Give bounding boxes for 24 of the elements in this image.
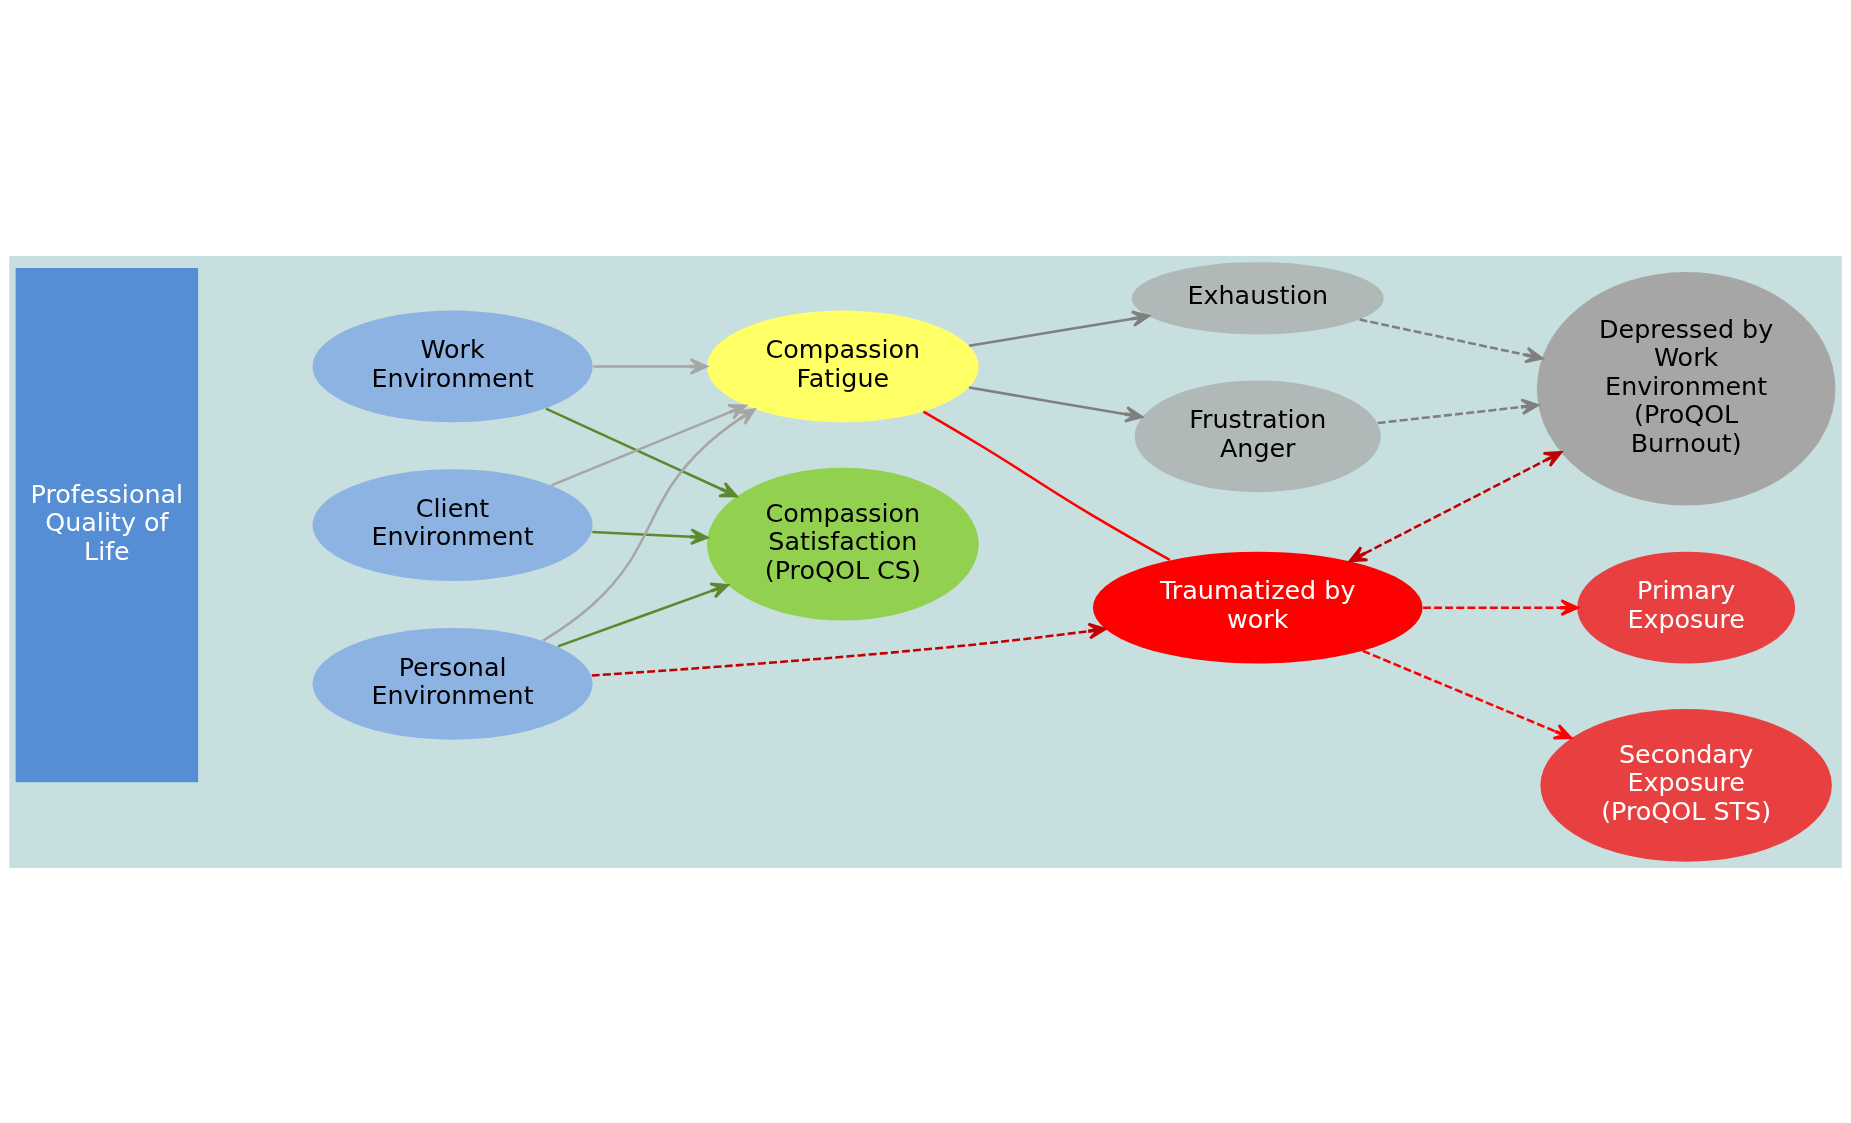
node-ellipse: Traumatized by work xyxy=(1092,551,1423,663)
node-ellipse: Frustration Anger xyxy=(1134,379,1381,492)
connector xyxy=(922,410,1171,561)
arrow xyxy=(968,309,1150,347)
arrow xyxy=(1362,649,1573,740)
arrow xyxy=(550,403,747,486)
arrow xyxy=(1359,317,1544,363)
arrow xyxy=(592,527,709,545)
node-ellipse: Work Environment xyxy=(312,310,593,422)
arrow xyxy=(1377,398,1540,424)
node-ellipse: Secondary Exposure (ProQOL STS) xyxy=(1540,708,1832,862)
node-ellipse: Personal Environment xyxy=(312,627,593,740)
arrow xyxy=(1348,450,1563,562)
node-ellipse: Primary Exposure xyxy=(1577,551,1796,663)
arrow xyxy=(557,582,729,648)
node-ellipse: Client Environment xyxy=(312,468,593,581)
arrow xyxy=(1423,598,1579,616)
arrow xyxy=(593,357,708,375)
arrow xyxy=(968,385,1144,423)
arrow xyxy=(542,407,756,642)
arrow xyxy=(591,622,1107,677)
node-box: Professional Quality of Life xyxy=(15,267,199,782)
arrow xyxy=(545,406,738,497)
node-ellipse: Depressed by Work Environment (ProQOL Burnout) xyxy=(1536,271,1836,505)
